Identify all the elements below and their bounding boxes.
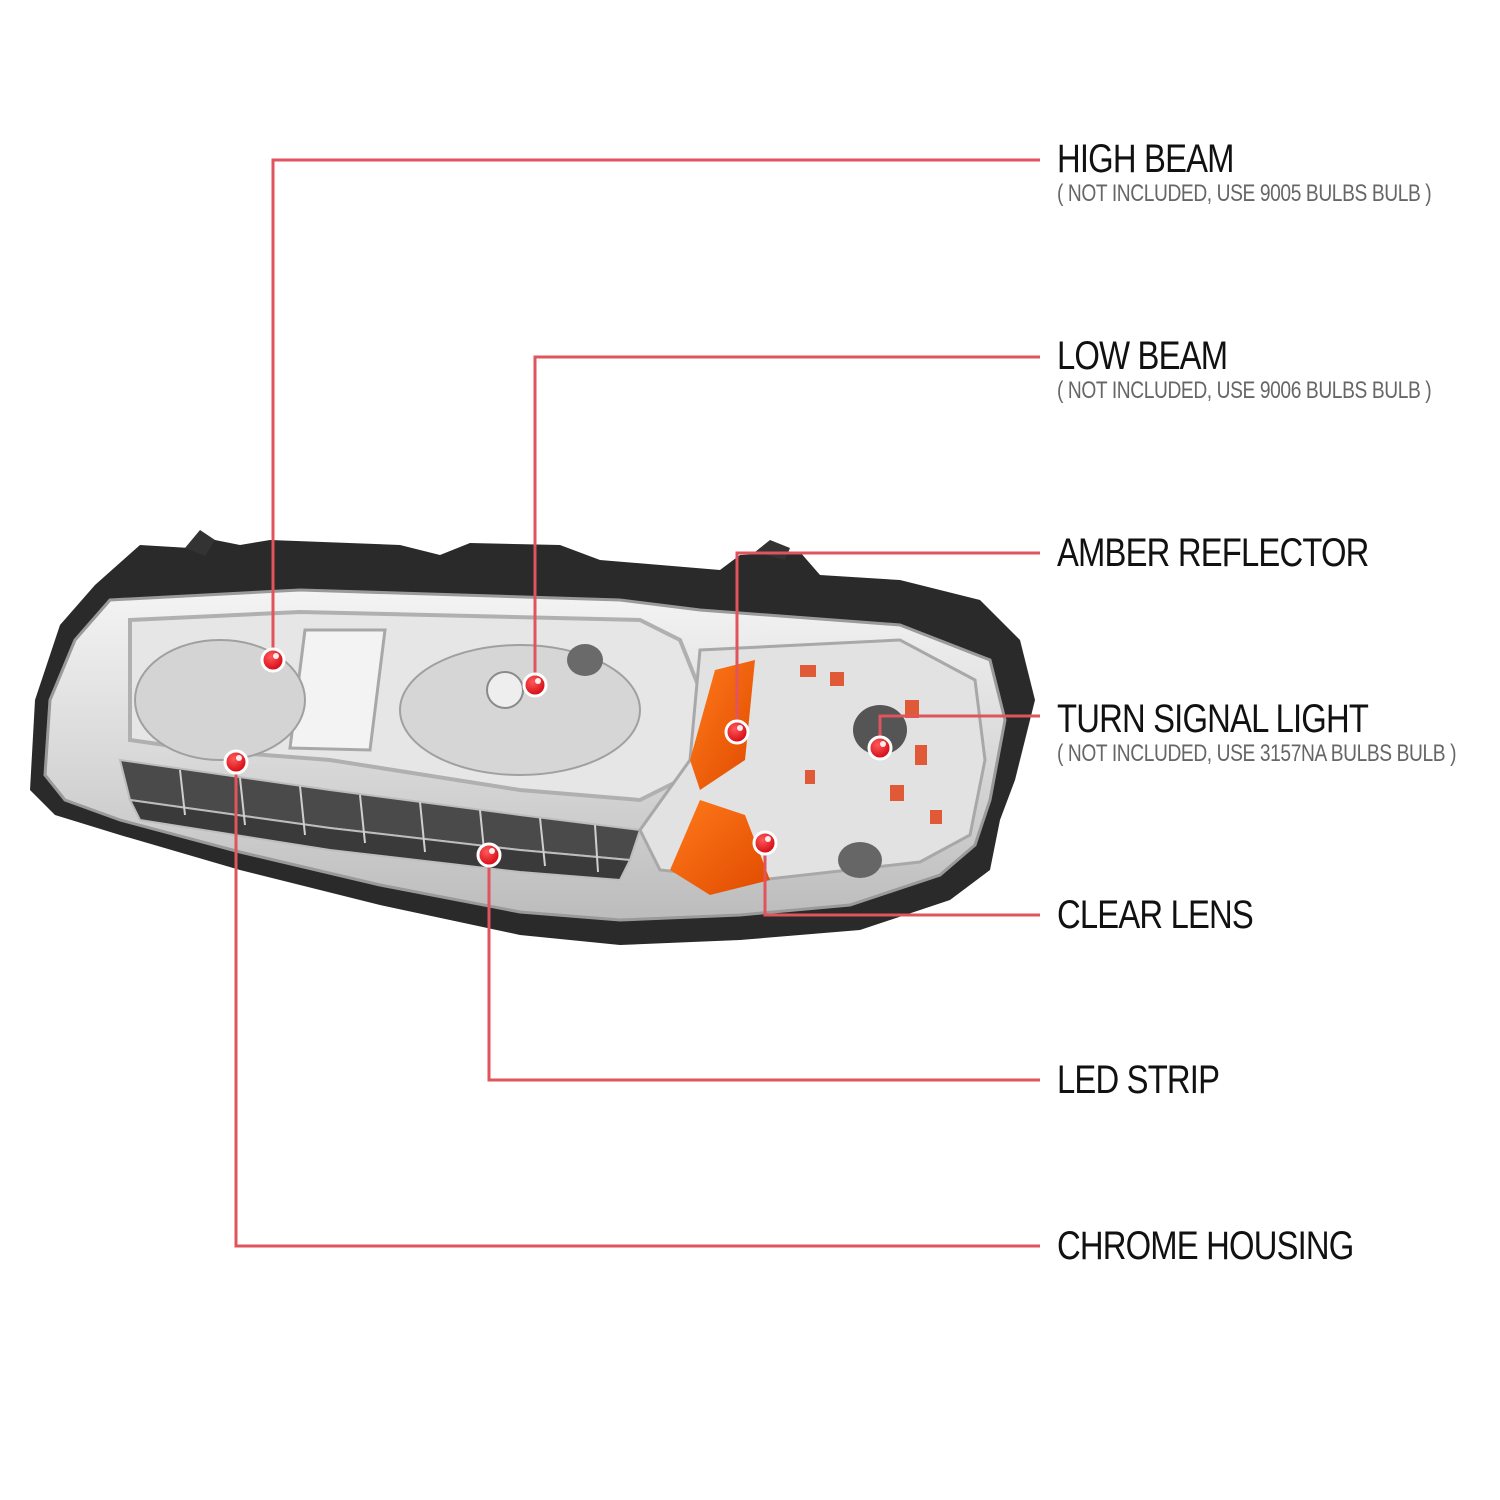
label-clear-lens: CLEAR LENS [1057, 893, 1296, 937]
callout-line-high-beam [271, 158, 1040, 660]
marker-led-strip [476, 842, 502, 868]
label-subtitle: ( NOT INCLUDED, USE 9005 BULBS BULB ) [1057, 180, 1432, 207]
callout-lines [234, 158, 1040, 1248]
label-high-beam: HIGH BEAM ( NOT INCLUDED, USE 9005 BULBS… [1057, 137, 1500, 207]
label-amber-reflector: AMBER REFLECTOR [1057, 531, 1437, 575]
marker-turn-signal [867, 735, 893, 761]
marker-chrome-housing [223, 749, 249, 775]
label-turn-signal-light: TURN SIGNAL LIGHT ( NOT INCLUDED, USE 31… [1057, 697, 1500, 767]
label-low-beam: LOW BEAM ( NOT INCLUDED, USE 9006 BULBS … [1057, 334, 1500, 404]
marker-amber-reflector [724, 719, 750, 745]
amber-reflector-shape [690, 660, 755, 790]
label-title: HIGH BEAM [1057, 137, 1235, 181]
callout-line-amber-reflector [735, 551, 1040, 732]
label-subtitle: ( NOT INCLUDED, USE 9006 BULBS BULB ) [1057, 377, 1432, 404]
label-title: LED STRIP [1057, 1058, 1220, 1102]
callout-line-led-strip [487, 855, 1040, 1082]
callout-line-low-beam [533, 355, 1040, 685]
marker-high-beam [260, 647, 286, 673]
label-led-strip: LED STRIP [1057, 1058, 1255, 1102]
callout-line-clear-lens [763, 843, 1040, 917]
label-title: TURN SIGNAL LIGHT [1057, 697, 1369, 741]
label-chrome-housing: CHROME HOUSING [1057, 1224, 1419, 1268]
label-title: LOW BEAM [1057, 334, 1228, 378]
marker-clear-lens [752, 830, 778, 856]
marker-low-beam [522, 672, 548, 698]
label-title: CLEAR LENS [1057, 893, 1254, 937]
label-subtitle: ( NOT INCLUDED, USE 3157NA BULBS BULB ) [1057, 740, 1457, 767]
label-title: AMBER REFLECTOR [1057, 531, 1369, 575]
callout-line-chrome-housing [234, 762, 1040, 1248]
label-title: CHROME HOUSING [1057, 1224, 1354, 1268]
